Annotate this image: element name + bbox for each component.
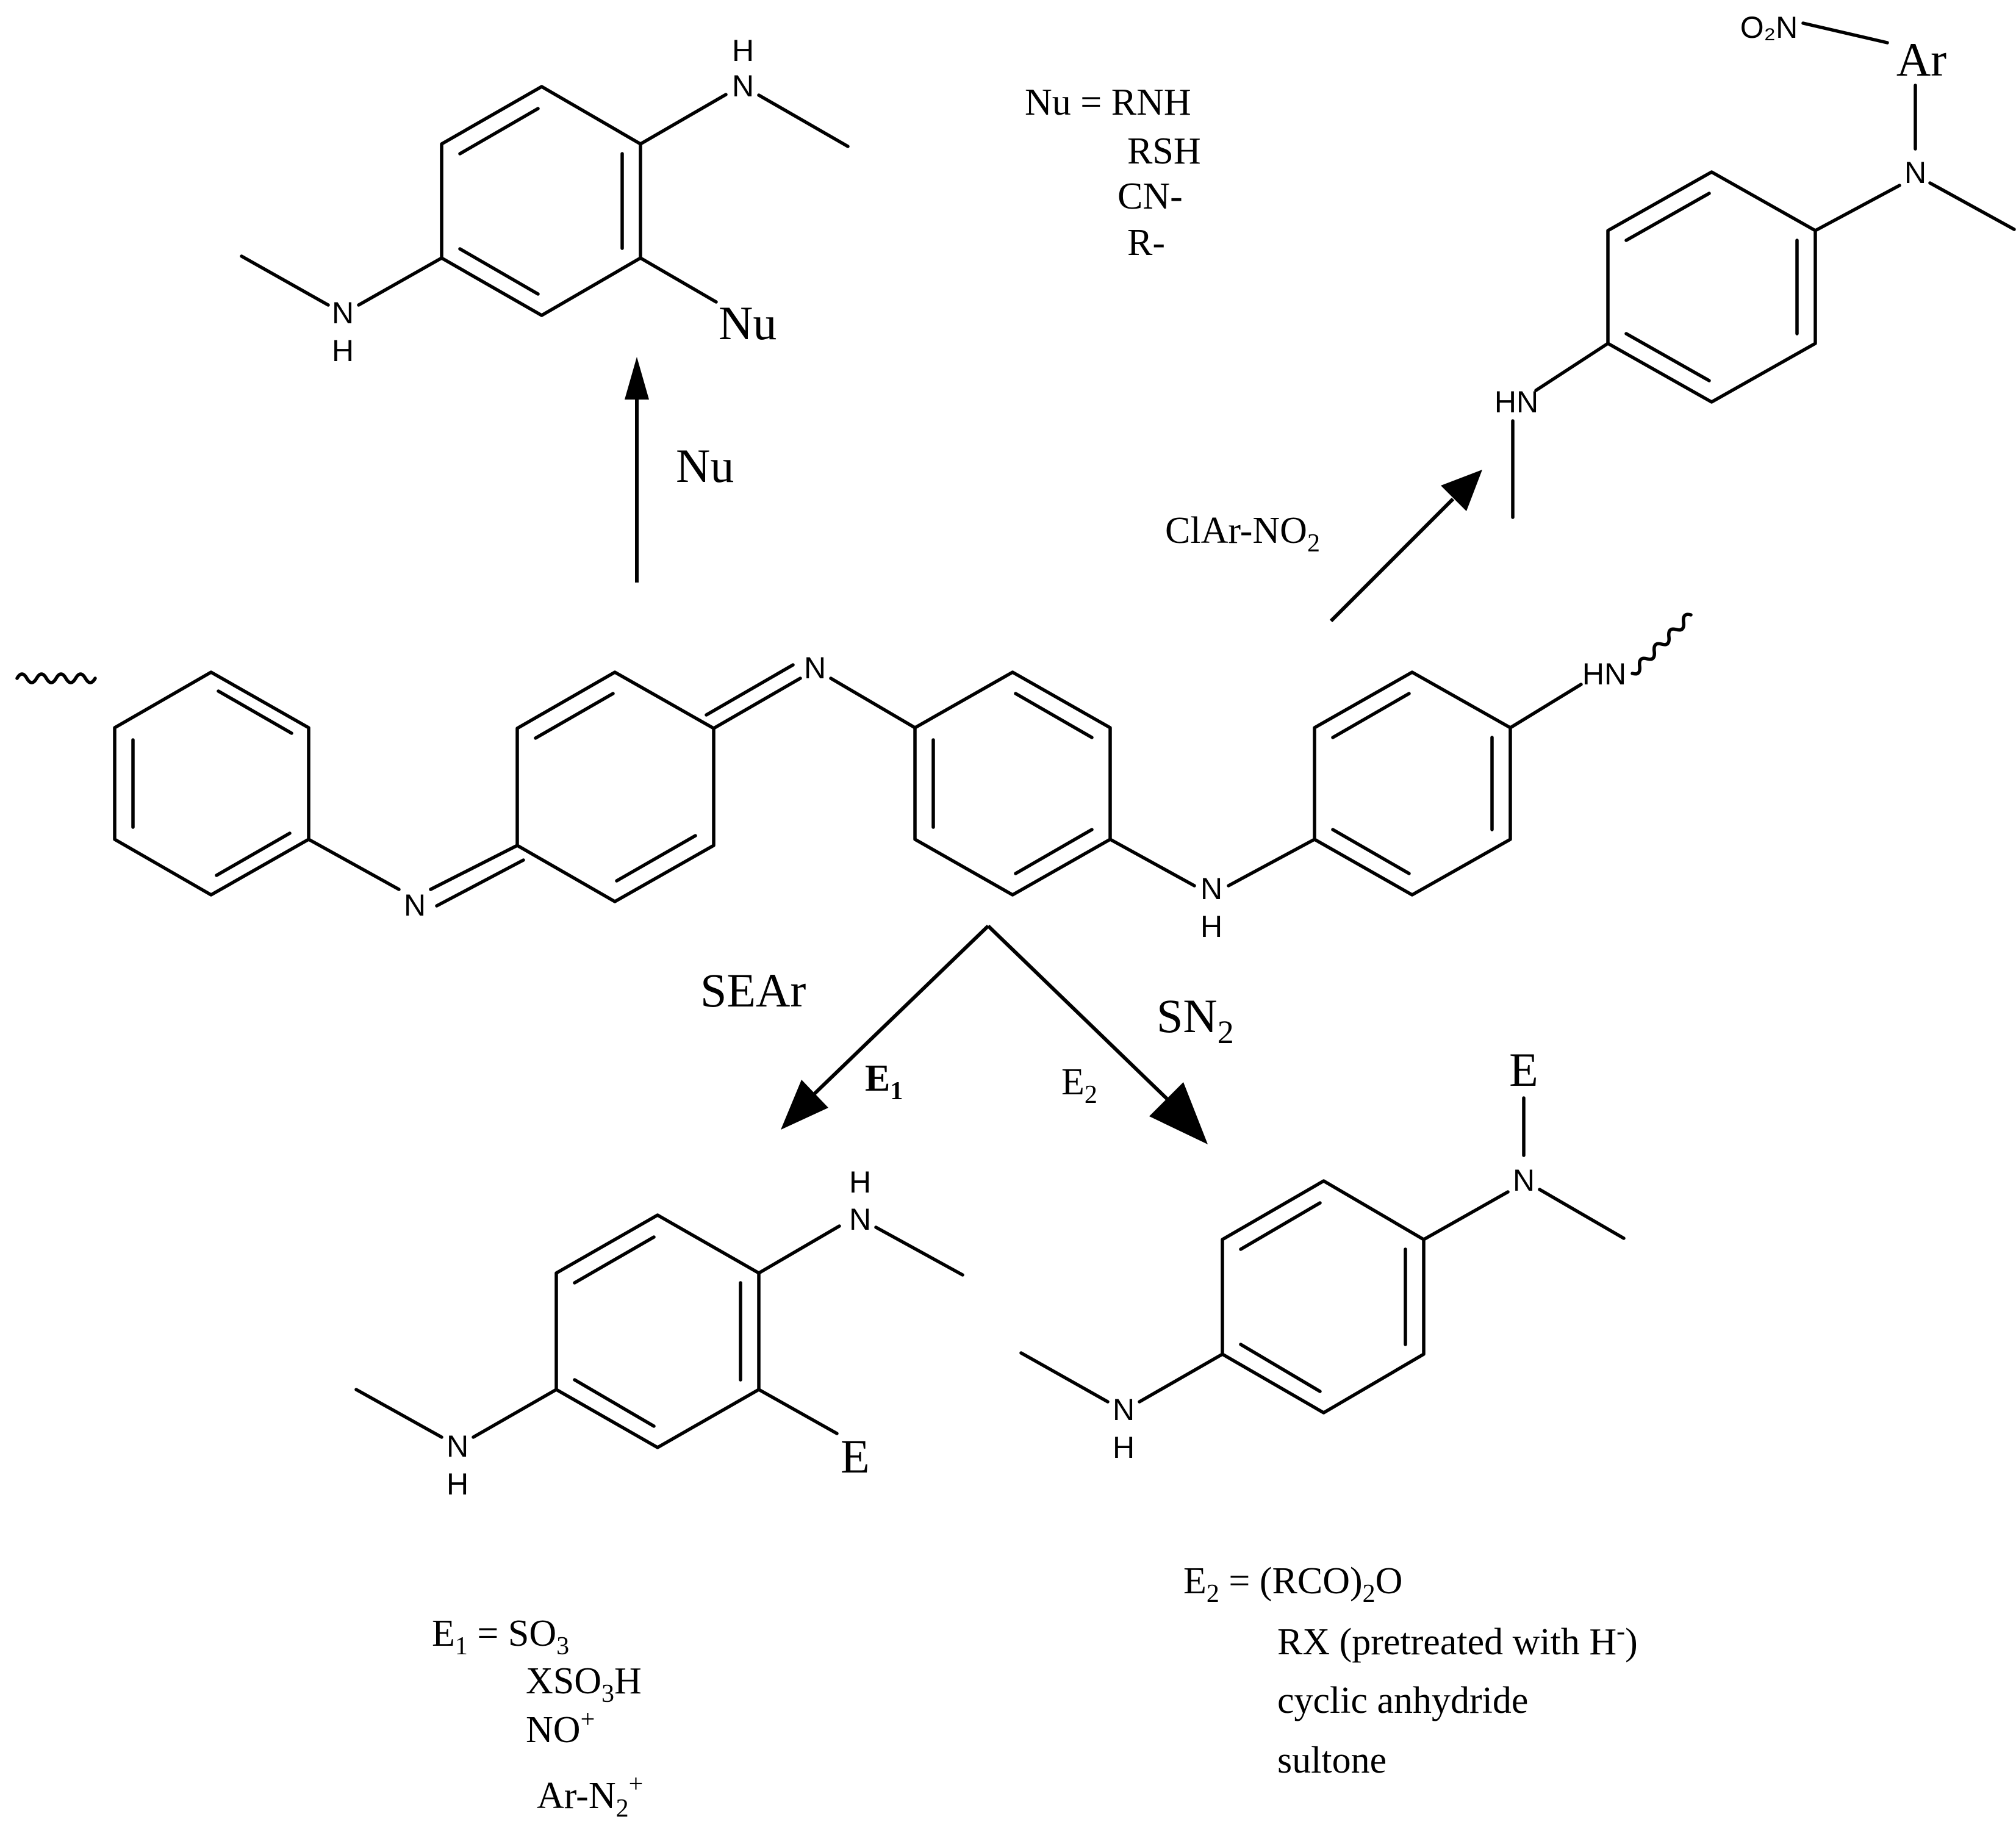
- imine-nitrogen-1: N: [404, 888, 426, 922]
- e1-list-line-3: NO+: [526, 1706, 595, 1751]
- e1-list-line-4: Ar-N2+: [537, 1770, 643, 1823]
- sn2-product: E N N H: [1019, 1043, 1626, 1465]
- e2-list-line-1: E2 = (RCO)2O: [1183, 1560, 1402, 1608]
- nucleophile-header: Nu = RNH: [1025, 82, 1191, 123]
- arylation-product: O₂N Ar N HN: [1494, 10, 2016, 519]
- electrophilic-arrows: [781, 924, 1208, 1144]
- nu-product-n-left: N: [332, 296, 354, 330]
- nu-substituent: Nu: [719, 296, 777, 350]
- e2-list-line-4: sultone: [1277, 1740, 1386, 1781]
- imine-nitrogen-2: N: [804, 651, 826, 685]
- sn2-product-n-left: N: [1113, 1393, 1135, 1427]
- nucleophile-item-rsh: RSH: [1127, 131, 1201, 172]
- nucleophilic-arrow: [625, 357, 649, 583]
- sear-product-h-left: H: [447, 1467, 468, 1501]
- wavy-bond-left: [15, 672, 97, 684]
- sn2-label: SN2: [1157, 989, 1234, 1050]
- e1-list-line-1: E1 = SO3: [432, 1613, 569, 1660]
- sear-label: SEAr: [700, 964, 806, 1017]
- benzenoid-ring-2: [913, 670, 1112, 897]
- nitro-group: O₂N: [1740, 10, 1798, 45]
- sn2-product-h-left: H: [1113, 1430, 1135, 1465]
- nu-product-n-top: N: [732, 69, 754, 103]
- e2-list-line-2: RX (pretreated with H-): [1277, 1618, 1638, 1663]
- sear-product-n-left: N: [447, 1429, 468, 1463]
- quinoid-ring: [515, 670, 716, 903]
- aryl-hn: HN: [1494, 385, 1538, 419]
- clar-no2-label: ClAr-NO2: [1165, 510, 1320, 558]
- sear-product-n-top: N: [849, 1202, 871, 1236]
- e1-list-line-2: XSO3H: [526, 1660, 642, 1708]
- nucleophile-item-cn: CN-: [1117, 176, 1183, 217]
- hn-end: HN: [1582, 657, 1626, 691]
- e1-arrow-label: E1: [865, 1058, 903, 1105]
- aryl-group: Ar: [1896, 33, 1946, 86]
- nu-product-h-top: H: [732, 34, 754, 68]
- e2-list-line-3: cyclic anhydride: [1277, 1680, 1528, 1721]
- e2-arrow-label: E2: [1061, 1061, 1097, 1109]
- nu-product-h-left: H: [332, 334, 354, 368]
- sear-product-h-top: H: [849, 1165, 871, 1199]
- nucleophile-item-r: R-: [1127, 222, 1165, 264]
- e-substituent-ring: E: [841, 1430, 870, 1483]
- e2-reagent-list: E2 = (RCO)2O RX (pretreated with H-) cyc…: [1183, 1560, 1638, 1781]
- arylation-arrow: [1329, 470, 1482, 623]
- benzenoid-ring-1: [113, 670, 310, 897]
- aryl-amine-n: N: [1904, 156, 1926, 190]
- sn2-product-n-top: N: [1513, 1163, 1535, 1197]
- nu-reagent-label: Nu: [676, 439, 734, 492]
- e-substituent-n: E: [1509, 1043, 1538, 1096]
- amine-hydrogen: H: [1200, 909, 1222, 944]
- wavy-bond-right: [1630, 612, 1693, 676]
- benzenoid-ring-3: [1313, 670, 1512, 897]
- amine-nitrogen: N: [1200, 872, 1222, 906]
- sear-product: H N N H E: [354, 1165, 964, 1501]
- polyaniline-chain: N N N H HN: [15, 612, 1693, 944]
- e1-reagent-list: E1 = SO3 XSO3H NO+ Ar-N2+: [432, 1613, 643, 1823]
- nucleophilic-product: H N N H Nu: [240, 34, 850, 368]
- nucleophile-list: Nu = RNH RSH CN- R-: [1025, 82, 1201, 264]
